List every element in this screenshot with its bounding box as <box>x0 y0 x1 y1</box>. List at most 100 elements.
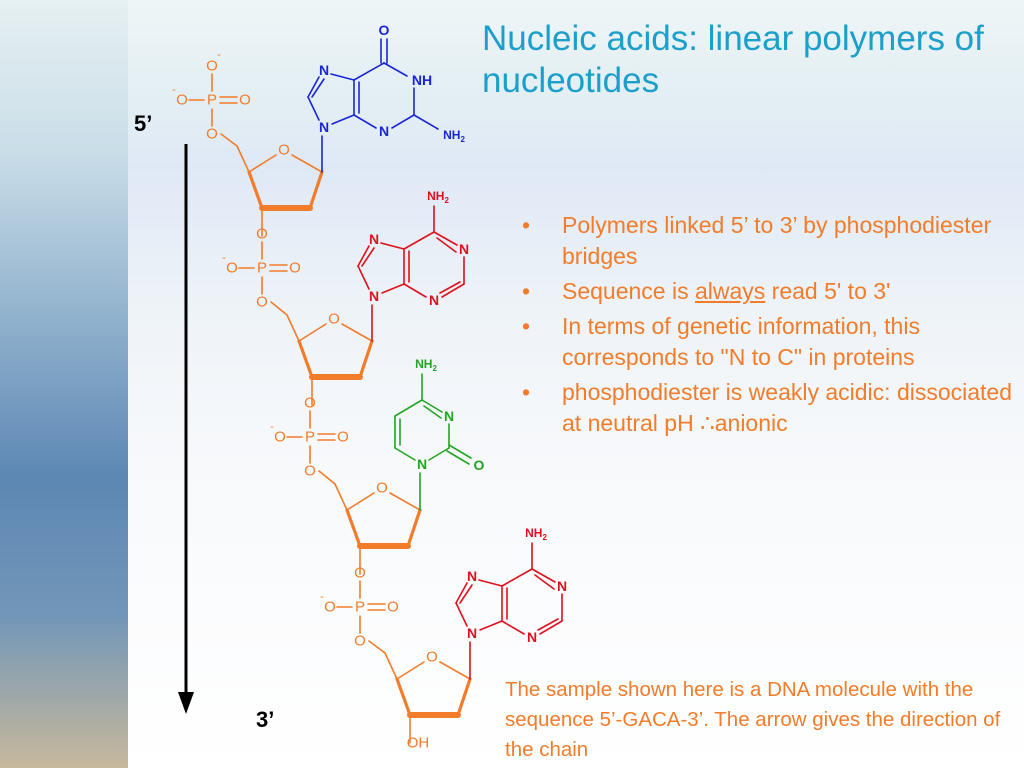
nitrogen-atom: N <box>444 408 454 424</box>
bond-line <box>479 620 503 631</box>
ring-oxygen-atom: O <box>278 142 290 159</box>
negative-charge: - <box>270 421 274 433</box>
negative-charge: - <box>172 84 176 96</box>
slide-title: Nucleic acids: linear polymers of nucleo… <box>482 19 984 100</box>
negative-charge: - <box>320 591 324 603</box>
bond-line <box>534 574 555 590</box>
bond-line <box>394 447 416 461</box>
bullet-list: • Polymers linked 5’ to 3’ by phosphodie… <box>522 210 1017 443</box>
bond-line <box>501 568 533 587</box>
phosphate-group: PO-OOO- <box>172 49 251 143</box>
nitrogen-atom: N <box>369 231 379 247</box>
bond-line <box>383 62 408 77</box>
bond-line <box>318 470 336 485</box>
phosphate-group: PO-OOO <box>320 565 399 650</box>
bond-line <box>537 618 559 631</box>
oxygen-atom: O <box>206 126 218 143</box>
nitrogen-atom: N <box>527 629 537 645</box>
oxygen-atom: O <box>256 226 268 243</box>
bond-line <box>455 582 468 604</box>
imine-group-label: NH <box>412 72 432 88</box>
oxygen-atom: O <box>304 463 316 480</box>
bond-line <box>391 114 415 129</box>
amino-group-label: NH2 <box>443 128 465 144</box>
bond-line <box>539 620 563 635</box>
bond-line <box>236 145 250 173</box>
bond-line <box>311 78 325 98</box>
bullet-text-prefix: phosphodiester is weakly acidic: dissoci… <box>562 379 1013 436</box>
nitrogen-atom: N <box>429 292 439 308</box>
bullet-item: • Sequence is always read 5' to 3' <box>522 276 1017 307</box>
phosphate-group: PO-OOO <box>222 226 301 311</box>
bond-line <box>297 339 314 379</box>
phosphorus-atom: P <box>257 260 267 277</box>
bond-line <box>459 584 473 604</box>
bullet-item: • Polymers linked 5’ to 3’ by phosphodie… <box>522 210 1017 272</box>
deoxyribose-sugar: O <box>270 301 374 406</box>
bond-line <box>448 444 472 459</box>
oxygen-atom: O <box>304 395 316 412</box>
hydroxyl-group-label: OH <box>407 735 430 752</box>
bond-line <box>353 62 385 81</box>
bond-line <box>298 323 327 342</box>
bond-line <box>270 301 288 316</box>
bullet-emphasis: always <box>694 278 766 304</box>
five-prime-label: 5’ <box>134 111 153 136</box>
bond-line <box>330 73 355 81</box>
phosphorus-atom: P <box>355 599 365 616</box>
phosphorus-atom: P <box>305 429 315 446</box>
nitrogen-atom: N <box>557 578 567 594</box>
bond-line <box>433 231 458 246</box>
bond-line <box>403 283 427 298</box>
phosphate-group: PO-OOO <box>270 395 349 480</box>
bond-line <box>345 508 362 548</box>
bond-line <box>346 492 375 511</box>
bond-line <box>531 568 556 583</box>
bullet-text-suffix: read 5' to 3' <box>765 278 891 304</box>
oxygen-atom: O <box>354 565 366 582</box>
bond-line <box>478 579 503 587</box>
bond-line <box>357 245 370 267</box>
oxygen-atom: O <box>324 599 336 616</box>
bond-line <box>446 450 470 465</box>
bond-line <box>357 265 370 290</box>
oxygen-atom: O <box>206 58 218 75</box>
bond-line <box>331 114 355 125</box>
nitrogen-atom: N <box>319 62 329 78</box>
bullet-item: • phosphodiester is weakly acidic: disso… <box>522 377 1017 439</box>
bond-line <box>358 339 374 379</box>
bond-line <box>456 677 472 717</box>
bullet-icon: • <box>522 278 531 304</box>
bond-line <box>307 76 320 98</box>
bond-line <box>436 237 457 253</box>
bullet-icon: • <box>522 212 531 238</box>
figure-caption: The sample shown here is a DNA molecule … <box>505 678 1001 761</box>
nitrogen-atom: N <box>417 456 427 472</box>
bond-line <box>413 114 439 130</box>
oxygen-atom: O <box>337 429 349 446</box>
bond-line <box>308 170 324 210</box>
oxygen-atom: O <box>387 599 399 616</box>
bullet-text: Polymers linked 5’ to 3’ by phosphodiest… <box>562 212 992 269</box>
negative-charge: - <box>217 49 221 61</box>
amino-group-label: NH2 <box>525 526 547 542</box>
bond-line <box>334 483 348 511</box>
nitrogen-atom: N <box>467 625 477 641</box>
bond-line <box>406 508 422 548</box>
bond-line <box>341 323 373 342</box>
nitrogen-atom: N <box>319 119 329 135</box>
phosphorus-atom: P <box>207 92 217 109</box>
bond-line <box>389 492 421 511</box>
bullet-text-suffix: anionic <box>714 410 788 436</box>
bond-line <box>248 154 277 173</box>
bond-line <box>501 620 525 635</box>
nitrogen-atom: N <box>459 241 469 257</box>
nitrogen-atom: N <box>369 288 379 304</box>
bond-line <box>384 652 398 680</box>
deoxyribose-sugar: O <box>318 470 422 575</box>
bond-line <box>380 242 405 250</box>
oxygen-atom: O <box>176 92 188 109</box>
bond-line <box>423 405 442 419</box>
